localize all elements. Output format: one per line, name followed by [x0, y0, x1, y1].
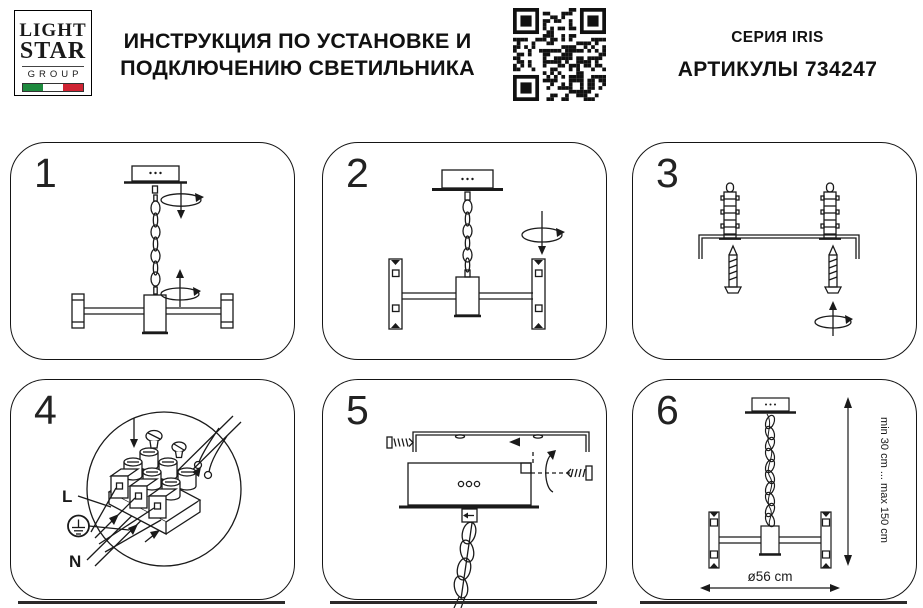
line-label-leader — [77, 495, 112, 508]
rotate-arrow-icon — [545, 450, 556, 493]
zoom-circle — [86, 411, 242, 567]
install-tube-lamps-diagram — [388, 169, 565, 330]
insert-arrow-icon — [130, 418, 138, 448]
line-wire-label: L — [62, 487, 72, 506]
logo-word-light: LIGHT — [19, 20, 87, 41]
qr-code — [513, 8, 606, 101]
logo-word-group: GROUP — [22, 65, 84, 80]
step-number-1: 1 — [34, 150, 57, 196]
ceiling-canopy — [399, 462, 539, 509]
page-title: ИНСТРУКЦИЯ ПО УСТАНОВКЕ И ПОДКЛЮЧЕНИЮ СВ… — [95, 28, 500, 82]
align-arrow-icon — [509, 437, 520, 447]
terminal-screw-icon — [145, 429, 163, 449]
page-title-line1: ИНСТРУКЦИЯ ПО УСТАНОВКЕ И — [123, 29, 472, 53]
suspension-chain — [462, 191, 473, 278]
mounting-bracket — [412, 431, 590, 452]
height-dimension: min 30 cm ... max 150 cm — [844, 397, 890, 566]
step-panel-1: 1 — [10, 142, 295, 360]
ground-symbol — [67, 514, 130, 538]
wall-plug-icon — [819, 182, 841, 240]
hang-body-on-chain-diagram — [71, 165, 234, 335]
step-number-4: 4 — [34, 387, 57, 433]
screw-icon — [386, 436, 414, 449]
step-number-5: 5 — [346, 387, 369, 433]
step-panel-5: 5 — [322, 379, 607, 600]
step-panel-6: 6 — [632, 379, 917, 600]
page-crop-line — [18, 601, 285, 604]
diameter-dimension: ø56 cm — [700, 569, 840, 592]
page-crop-line — [640, 601, 907, 604]
rotate-arrow-icon — [160, 269, 201, 307]
neutral-wire-label: N — [69, 552, 81, 571]
wire-loops — [192, 427, 228, 480]
diameter-label: ø56 cm — [747, 569, 792, 584]
step-panel-2: 2 — [322, 142, 607, 360]
logo-word-star: STAR — [19, 38, 87, 64]
step-number-2: 2 — [346, 150, 369, 196]
chandelier-frame — [71, 293, 234, 335]
suspension-chain — [764, 413, 776, 528]
suspension-chain — [453, 508, 478, 599]
wall-plug-icon — [719, 182, 741, 240]
tube-lamp — [531, 258, 546, 330]
tube-lamp — [388, 258, 403, 330]
height-range-label: min 30 cm ... max 150 cm — [878, 417, 890, 543]
page-title-line2: ПОДКЛЮЧЕНИЮ СВЕТИЛЬНИКА — [120, 56, 475, 80]
italian-flag-icon — [22, 82, 84, 92]
rotate-arrow-icon — [160, 183, 204, 219]
articles-label: АРТИКУЛЫ 734247 — [677, 58, 878, 81]
mounting-bracket — [698, 234, 860, 259]
step-number-6: 6 — [656, 387, 679, 433]
fix-canopy-to-bracket-diagram — [386, 431, 593, 599]
step-panel-3: 3 — [632, 142, 917, 360]
screw-icon — [823, 244, 843, 294]
screw-icon — [723, 244, 743, 294]
chandelier-frame — [402, 276, 533, 318]
ceiling-canopy — [124, 165, 187, 184]
step-number-3: 3 — [656, 150, 679, 196]
bracket-dowels-screws-diagram — [698, 182, 860, 336]
series-label: СЕРИЯ IRIS — [731, 29, 824, 46]
suspension-chain — [150, 185, 161, 295]
ceiling-canopy — [745, 397, 796, 414]
page-crop-line — [330, 601, 597, 604]
rotate-arrow-icon — [521, 211, 565, 255]
screw-icon — [566, 465, 593, 481]
ceiling-canopy — [432, 169, 503, 191]
step-panel-4: 4 — [10, 379, 295, 600]
terminal-block-wiring-diagram: L N — [62, 411, 242, 571]
terminal-screw-icon — [171, 441, 187, 459]
lightstar-logo: LIGHT STAR GROUP — [14, 10, 92, 96]
series-block: СЕРИЯ IRIS АРТИКУЛЫ 734247 — [640, 29, 915, 82]
terminal-block — [107, 447, 202, 536]
chandelier-frame — [708, 511, 832, 569]
supply-wires — [90, 487, 162, 553]
final-dimensions-diagram: min 30 cm ... max 150 cm ø56 cm — [700, 397, 890, 592]
rotate-arrow-icon — [814, 301, 853, 336]
